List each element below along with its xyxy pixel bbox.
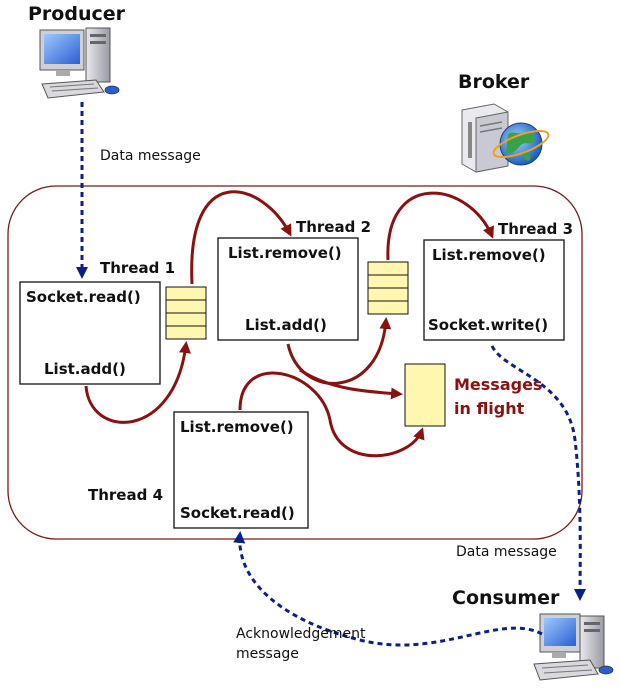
thread3-op1: List.remove() [432, 246, 546, 264]
ack-label-line1: Acknowledgement [236, 626, 366, 642]
thread2-to-flight-arrow [299, 368, 403, 400]
consumer-label: Consumer [452, 587, 560, 609]
thread1-op2: List.add() [44, 360, 126, 378]
thread4-op2: Socket.read() [180, 504, 295, 522]
thread1-to-queue1-arrow [84, 341, 191, 424]
thread1-box [19, 281, 161, 385]
thread2-label: Thread 2 [296, 218, 371, 236]
messages-in-flight-label-line1: Messages [454, 375, 542, 394]
broker-server-icon [461, 103, 550, 173]
thread3-label: Thread 3 [498, 220, 573, 238]
consumer-to-thread4-ack-arrow [233, 531, 543, 647]
broker-label: Broker [458, 71, 530, 93]
thread3-op2: Socket.write() [428, 316, 548, 334]
queue-2 [367, 261, 409, 315]
ack-label-line2: message [236, 646, 299, 662]
thread1-label: Thread 1 [100, 259, 175, 277]
thread4-label: Thread 4 [88, 486, 163, 504]
producer-label: Producer [28, 3, 126, 25]
thread2-to-queue2-arrow [286, 317, 392, 385]
messages-in-flight-store [404, 363, 446, 427]
producer-computer-icon [39, 27, 120, 99]
thread3-box [423, 239, 565, 341]
thread3-to-consumer-arrow [490, 345, 587, 601]
thread4-op1: List.remove() [180, 418, 294, 436]
thread4-box [173, 411, 309, 529]
thread2-box [217, 237, 359, 341]
broker-boundary [7, 185, 583, 540]
queue-1 [165, 286, 207, 340]
thread2-op2: List.add() [245, 316, 327, 334]
data-message-top-label: Data message [100, 148, 201, 164]
thread2-op1: List.remove() [228, 244, 342, 262]
messages-in-flight-label-line2: in flight [454, 399, 525, 418]
queue1-to-thread2-arrow [190, 190, 292, 285]
data-message-bottom-label: Data message [456, 544, 557, 560]
queue2-to-thread3-arrow [386, 191, 494, 261]
consumer-computer-icon [533, 613, 614, 681]
thread1-op1: Socket.read() [26, 288, 141, 306]
thread4-to-flight-arrow [238, 371, 425, 458]
